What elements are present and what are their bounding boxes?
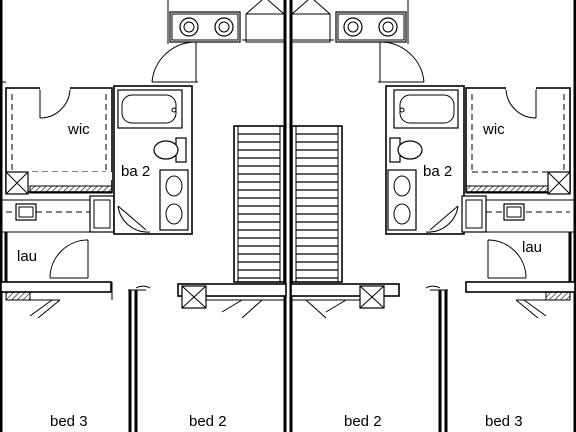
stair-left <box>233 125 285 283</box>
label-bed-2-right: bed 2 <box>344 413 382 430</box>
label-wic-left: wic <box>67 121 90 138</box>
label-bed-3-right: bed 3 <box>485 413 523 430</box>
top-vanity-left <box>167 0 285 44</box>
stair-left-treads <box>238 133 280 279</box>
left-unit <box>0 81 287 432</box>
label-laundry-left: lau <box>17 248 37 265</box>
stair-right-treads <box>296 133 338 279</box>
label-bed-2-left: bed 2 <box>189 413 227 430</box>
party-wall <box>283 0 293 432</box>
label-bath-right: ba 2 <box>423 163 452 180</box>
label-laundry-right: lau <box>522 239 542 256</box>
label-wic-right: wic <box>482 121 505 138</box>
stair-right <box>291 125 343 283</box>
top-door-swing-right <box>378 41 425 83</box>
right-unit <box>290 85 576 432</box>
label-bath-left: ba 2 <box>121 163 150 180</box>
top-vanity-right <box>291 0 409 44</box>
top-door-swing-left <box>151 41 198 83</box>
label-bed-3-left: bed 3 <box>50 413 88 430</box>
